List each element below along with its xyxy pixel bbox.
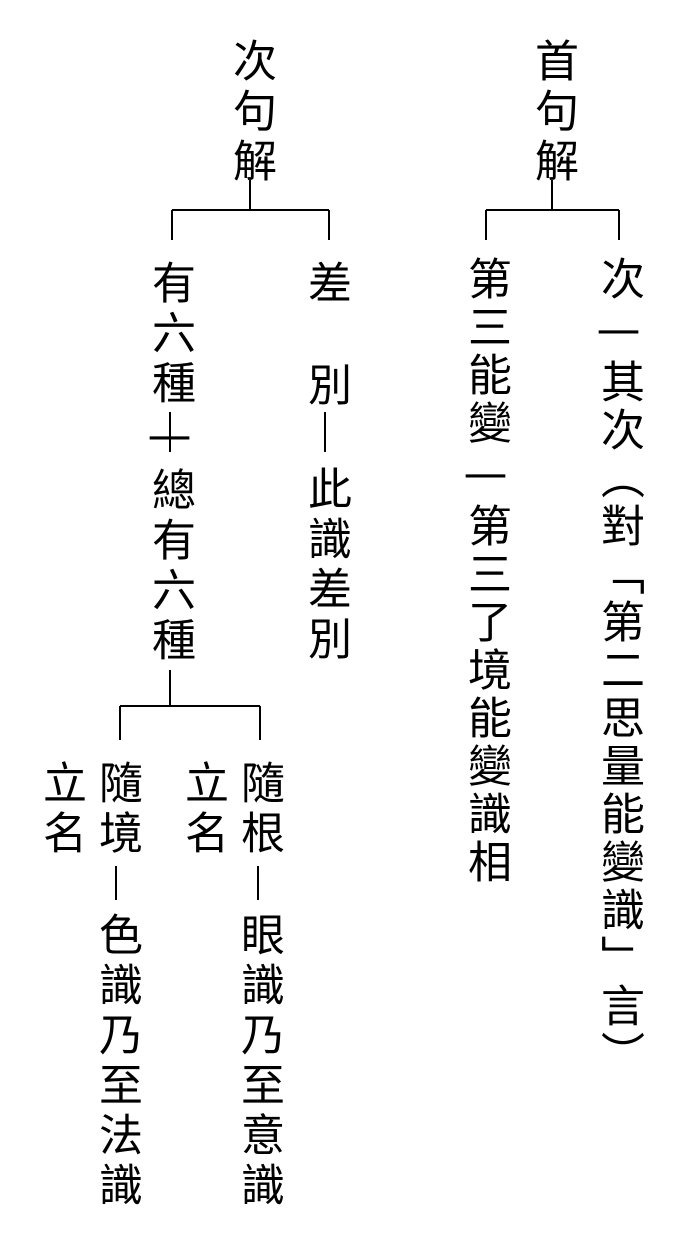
diff-detail: 此識差別 (300, 466, 351, 666)
diff-label-bottom: 別 (300, 362, 351, 412)
first-sentence-third-branch: 第三能變—第三了境能變識相 (460, 256, 511, 887)
root-first-sentence: 首句解 (527, 38, 578, 188)
root-second-sentence: 次句解 (225, 38, 276, 188)
first-sentence-next-branch: 次—其次（對「第二思量能變識」言） (593, 256, 644, 1079)
by-root-detail: 眼識乃至意識 (233, 912, 284, 1212)
by-root-label-bottom: 立名 (177, 760, 228, 860)
six-kinds-branch: 有六種—總有六種 (144, 260, 195, 667)
by-root-label-top: 隨根 (233, 760, 284, 860)
by-object-label-bottom: 立名 (35, 760, 86, 860)
by-object-detail: 色識乃至法識 (91, 912, 142, 1212)
by-object-label-top: 隨境 (91, 760, 142, 860)
diff-label-top: 差 (300, 260, 351, 310)
